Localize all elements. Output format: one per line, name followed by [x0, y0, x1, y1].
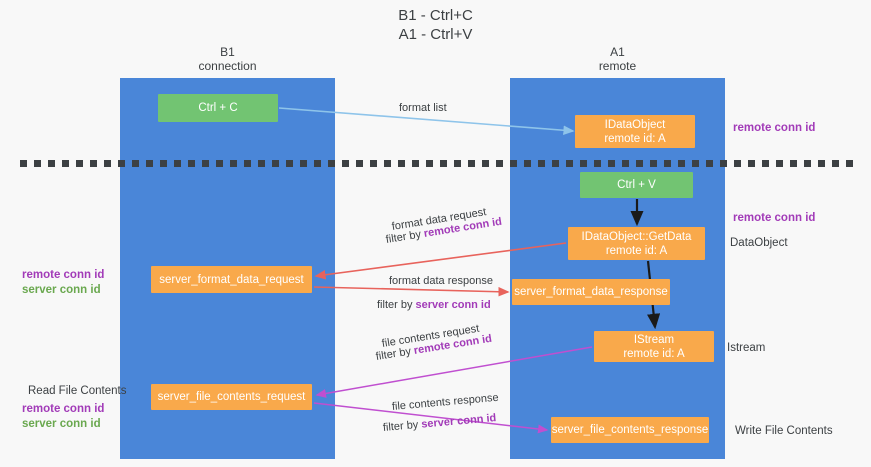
box-ctrl-v[interactable]: Ctrl + V	[580, 172, 693, 198]
edge-label-format-data-response: format data response	[389, 275, 493, 287]
box-idataobject-getdata[interactable]: IDataObject::GetData remote id: A	[568, 227, 705, 260]
filter-key-server-conn-id: server conn id	[420, 412, 497, 431]
box-idataobject-label: IDataObject	[604, 118, 666, 131]
column-heading-b1: B1 connection	[198, 45, 257, 73]
box-sfcres-label: server_file_contents_response	[551, 424, 709, 436]
box-istream-label: IStream	[633, 333, 675, 346]
box-server-format-data-request[interactable]: server_format_data_request	[151, 266, 312, 293]
box-idataobject[interactable]: IDataObject remote id: A	[575, 115, 695, 148]
column-heading-a1: A1 remote	[598, 45, 637, 73]
box-server-file-contents-response[interactable]: server_file_contents_response	[551, 417, 709, 443]
annotation-left-bottom-remote-conn-id: remote conn id	[22, 403, 105, 415]
edge-label-file-contents-response-filter: filter by server conn id	[382, 411, 497, 436]
filter-prefix: filter by	[382, 418, 422, 434]
annotation-remote-conn-id-top: remote conn id	[733, 122, 816, 134]
annotation-left-remote-conn-id: remote conn id	[22, 269, 105, 281]
box-ctrl-c[interactable]: Ctrl + C	[158, 94, 278, 122]
filter-prefix: filter by	[377, 299, 416, 311]
box-ctrl-v-label: Ctrl + V	[617, 179, 656, 191]
annotation-left-bottom-server-conn-id: server conn id	[22, 418, 101, 430]
annotation-dataobject: DataObject	[730, 237, 788, 249]
box-server-format-data-response[interactable]: server_format_data_response	[512, 279, 670, 305]
edge-label-format-data-response-filter: filter by server conn id	[377, 298, 491, 313]
filter-prefix: filter by	[374, 345, 415, 363]
box-server-file-contents-request[interactable]: server_file_contents_request	[151, 384, 312, 410]
edge-label-format-list: format list	[399, 102, 447, 114]
box-istream-remote-id: remote id: A	[623, 347, 685, 360]
box-idataobject-remote-id: remote id: A	[604, 132, 666, 145]
annotation-left-server-conn-id: server conn id	[22, 284, 101, 296]
annotation-write-file-contents: Write File Contents	[735, 425, 833, 437]
annotation-left-bottom-conn-ids: remote conn id server conn id	[22, 402, 104, 432]
filter-prefix: filter by	[384, 228, 425, 246]
box-sfdres-label: server_format_data_response	[514, 286, 668, 298]
dashed-divider	[20, 160, 855, 167]
box-ctrl-c-label: Ctrl + C	[198, 102, 238, 114]
page-title: B1 - Ctrl+C A1 - Ctrl+V	[398, 7, 473, 43]
annotation-remote-conn-id-mid: remote conn id	[733, 212, 816, 224]
filter-key-server-conn-id: server conn id	[415, 299, 491, 311]
annotation-left-conn-ids: remote conn id server conn id	[22, 268, 104, 298]
annotation-read-file-contents: Read File Contents	[28, 385, 127, 397]
box-getdata-label: IDataObject::GetData	[581, 230, 692, 243]
box-sfdreq-label: server_format_data_request	[159, 273, 304, 286]
box-sfcreq-label: server_file_contents_request	[157, 391, 306, 403]
box-getdata-remote-id: remote id: A	[605, 244, 668, 257]
annotation-istream: Istream	[727, 342, 766, 354]
box-istream[interactable]: IStream remote id: A	[594, 331, 714, 362]
